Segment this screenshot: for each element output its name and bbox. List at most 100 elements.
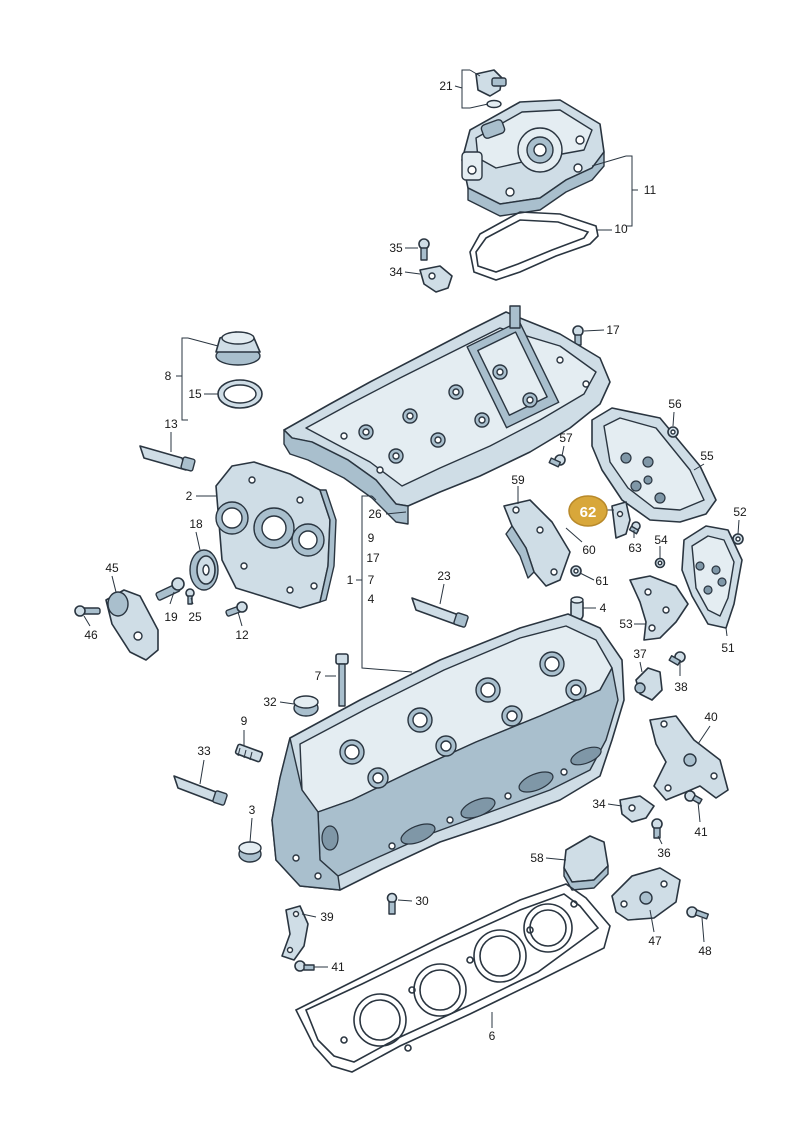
part-21-sensor[interactable] <box>475 69 507 109</box>
callout-label: 7 <box>368 573 375 587</box>
part-41-bolt-bottom[interactable] <box>294 960 315 972</box>
part-39-bracket[interactable] <box>281 905 309 961</box>
part-8-oil-cap[interactable] <box>215 331 261 366</box>
part-56-nut[interactable] <box>667 426 679 438</box>
callout-label: 45 <box>105 561 119 575</box>
callout-label: 10 <box>614 222 628 236</box>
callout-label-62: 62 <box>580 504 597 521</box>
callout-label: 60 <box>582 543 596 557</box>
callout-label: 41 <box>331 960 345 974</box>
part-55-heat-shield[interactable] <box>591 407 717 523</box>
callout-label: 2 <box>186 489 193 503</box>
part-15-seal-ring[interactable] <box>217 379 263 409</box>
part-59-bracket[interactable] <box>503 499 571 587</box>
callout-label: 33 <box>197 744 211 758</box>
part-11-cover-module[interactable] <box>461 99 605 217</box>
part-58-cover[interactable] <box>563 835 609 891</box>
callout-label: 59 <box>511 473 525 487</box>
part-34-sensor-lower[interactable] <box>619 795 655 823</box>
part-45-actuator[interactable] <box>105 589 159 661</box>
callout-label: 41 <box>694 825 708 839</box>
callout-label: 58 <box>530 851 544 865</box>
callout-label: 4 <box>600 601 607 615</box>
part-13-sealant-tube[interactable] <box>139 445 196 472</box>
part-25-bolt[interactable] <box>185 588 195 605</box>
part-62-bracket[interactable] <box>611 501 631 539</box>
part-17-bolt[interactable] <box>572 325 584 346</box>
part-54-bolt[interactable] <box>654 557 666 569</box>
callout-label: 26 <box>368 507 382 521</box>
part-63-bolt[interactable] <box>628 521 641 535</box>
part-37-sensor[interactable] <box>634 667 663 701</box>
part-9-stud[interactable] <box>234 743 264 763</box>
callout-label: 15 <box>188 387 202 401</box>
callout-label: 52 <box>733 505 747 519</box>
callout-label: 1 <box>347 573 354 587</box>
callout-label: 57 <box>559 431 573 445</box>
callout-label: 17 <box>366 551 380 565</box>
callout-label: 63 <box>628 541 642 555</box>
part-61-nut[interactable] <box>570 565 582 577</box>
callout-label: 19 <box>164 610 178 624</box>
part-6-head-gasket[interactable] <box>294 883 611 1073</box>
callout-label: 18 <box>189 517 203 531</box>
callout-label: 17 <box>606 323 620 337</box>
part-36-bolt[interactable] <box>651 818 663 839</box>
part-48-bolt[interactable] <box>686 906 710 920</box>
callout-label: 55 <box>700 449 714 463</box>
part-34-sensor-top[interactable] <box>419 265 453 293</box>
callout-label: 21 <box>439 79 453 93</box>
callout-label: 56 <box>668 397 682 411</box>
callout-label: 13 <box>164 417 178 431</box>
callout-label: 46 <box>84 628 98 642</box>
part-19-bolt[interactable] <box>155 577 185 601</box>
part-3-plug[interactable] <box>238 841 262 863</box>
leader-lines <box>83 69 740 1028</box>
cylinder-head[interactable] <box>271 613 625 891</box>
part-23-sealant-tube[interactable] <box>411 597 469 628</box>
callout-label: 38 <box>674 680 688 694</box>
highlight-callout-62[interactable]: 62 <box>568 495 614 527</box>
callout-label: 4 <box>368 592 375 606</box>
callout-label: 53 <box>619 617 633 631</box>
callout-label: 9 <box>241 714 248 728</box>
callout-label: 34 <box>592 797 606 811</box>
callout-label: 34 <box>389 265 403 279</box>
callout-label: 47 <box>648 934 662 948</box>
part-41-bolt-right[interactable] <box>684 790 703 805</box>
callout-label: 36 <box>657 846 671 860</box>
callout-label: 39 <box>320 910 334 924</box>
callout-label: 9 <box>368 531 375 545</box>
callout-label: 25 <box>188 610 202 624</box>
part-40-bracket[interactable] <box>649 715 729 801</box>
callout-label: 37 <box>633 647 647 661</box>
highlight-callout-badge <box>568 495 608 527</box>
part-33-sealant-tube[interactable] <box>173 775 228 806</box>
callout-label: 3 <box>249 803 256 817</box>
part-18-sprocket[interactable] <box>189 549 219 591</box>
part-35-bolt[interactable] <box>418 238 430 261</box>
callout-label: 51 <box>721 641 735 655</box>
callout-label: 54 <box>654 533 668 547</box>
part-2-timing-cover[interactable] <box>215 461 337 609</box>
callout-label: 7 <box>315 669 322 683</box>
callout-label: 23 <box>437 569 451 583</box>
cylinder-head-cover[interactable] <box>283 305 611 525</box>
part-46-bolt[interactable] <box>74 605 101 617</box>
callout-label: 11 <box>644 183 657 197</box>
part-7-head-bolt[interactable] <box>335 653 349 707</box>
part-38-bolt[interactable] <box>668 651 686 666</box>
part-53-bracket[interactable] <box>629 575 689 641</box>
part-30-bolt[interactable] <box>386 892 398 915</box>
part-12-bolt[interactable] <box>225 601 248 617</box>
part-47-bracket[interactable] <box>611 867 681 921</box>
part-51-heat-shield[interactable] <box>681 525 743 629</box>
callout-label: 35 <box>389 241 403 255</box>
part-57-bolt[interactable] <box>548 454 566 468</box>
callout-label: 32 <box>263 695 277 709</box>
part-10-gasket[interactable] <box>469 211 599 281</box>
callout-label: 48 <box>698 944 712 958</box>
callout-label: 8 <box>165 369 172 383</box>
part-32-plug[interactable] <box>293 695 319 717</box>
